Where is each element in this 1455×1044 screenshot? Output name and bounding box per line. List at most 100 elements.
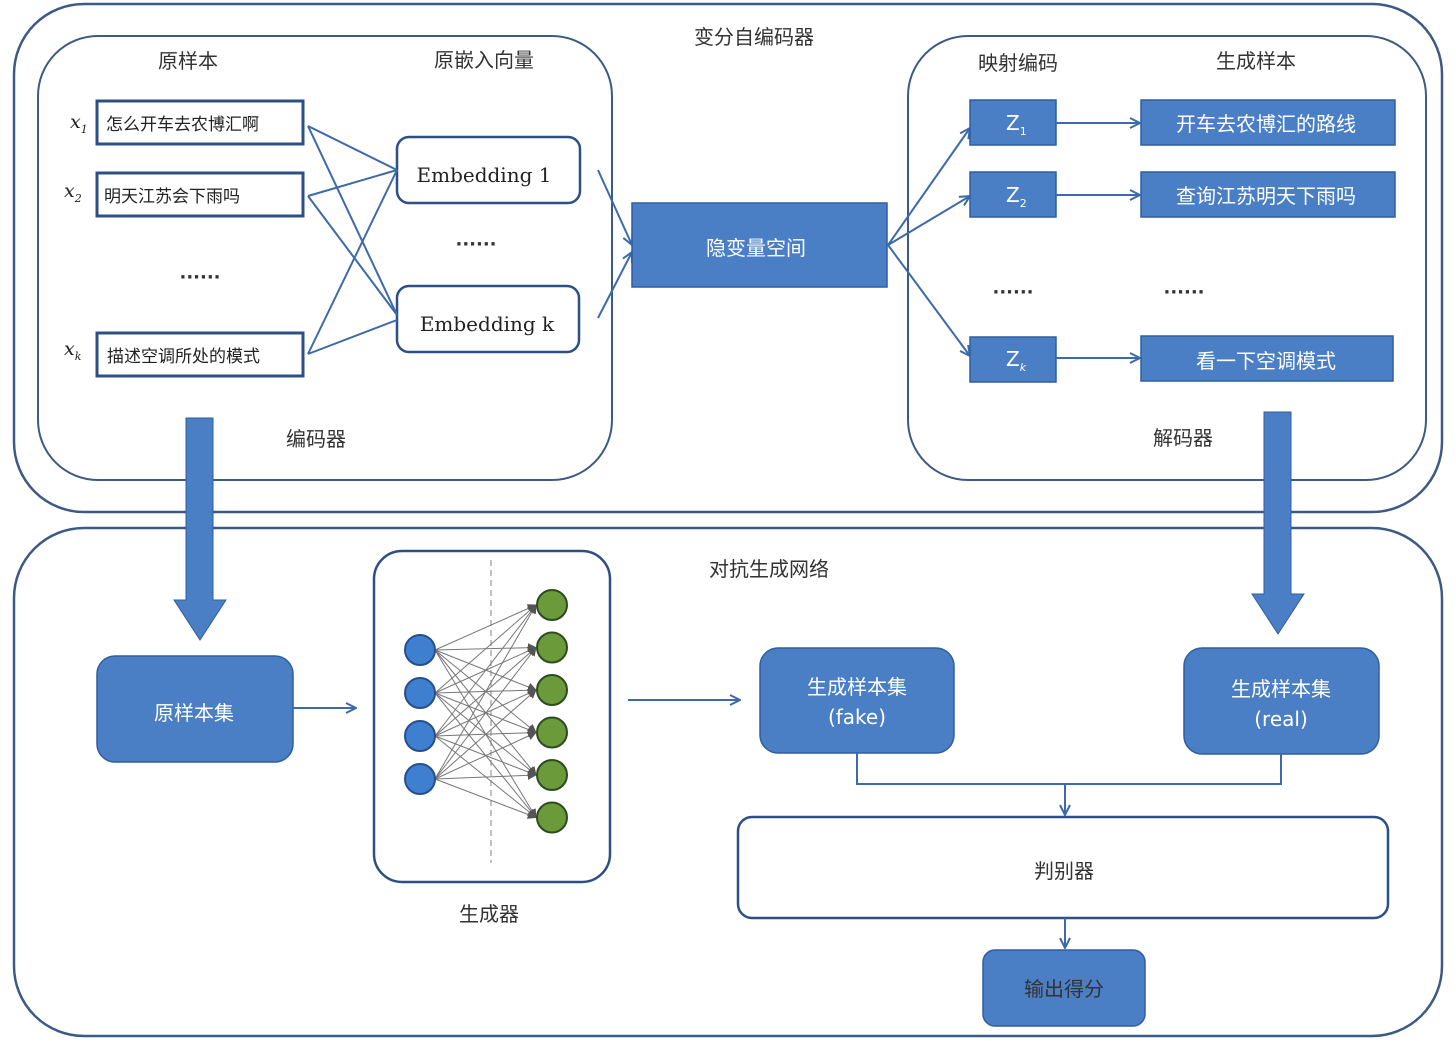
embedding-k: Embedding k	[395, 284, 581, 354]
network-edge	[434, 604, 537, 780]
output-node	[536, 631, 568, 664]
original-sample-set: 原样本集	[96, 655, 294, 763]
arrow-embedding1-latent	[597, 169, 632, 245]
fake-set-title: 生成样本集	[807, 675, 907, 699]
code-box	[969, 99, 1057, 146]
generator-label: 生成器	[459, 902, 519, 926]
vae-title: 变分自编码器	[694, 25, 814, 49]
code-label: Z2	[1006, 183, 1027, 210]
network-edge	[434, 778, 537, 819]
fake-set-tag: (fake)	[828, 705, 886, 729]
discriminator: 判别器	[736, 815, 1390, 920]
generator	[372, 549, 612, 884]
samples-header: 原样本	[158, 49, 218, 73]
generated-ellipsis: ······	[1163, 282, 1204, 303]
code-zk: Zk	[969, 336, 1057, 383]
output-node	[536, 759, 568, 791]
code-z1: Z1	[969, 99, 1057, 146]
embeddings-header: 原嵌入向量	[434, 48, 534, 72]
real-set-box	[1183, 647, 1380, 755]
latent-space-label: 隐变量空间	[706, 236, 806, 260]
sample-box	[95, 171, 305, 218]
generated-2: 查询江苏明天下雨吗	[1140, 171, 1396, 218]
generated-box	[1140, 171, 1396, 218]
sample-var: xk	[64, 338, 82, 363]
generator-box	[372, 549, 612, 884]
codes-ellipsis: ······	[992, 282, 1033, 303]
generated-box	[1140, 99, 1396, 146]
code-label: Z1	[1006, 111, 1027, 138]
output-score: 输出得分	[982, 949, 1146, 1027]
sample-var: x2	[64, 180, 82, 205]
sample-var: x1	[70, 111, 88, 136]
network-edge	[434, 604, 537, 651]
output-node	[536, 589, 568, 621]
generated-text: 查询江苏明天下雨吗	[1176, 184, 1356, 208]
embeddings-ellipsis: ······	[455, 234, 496, 255]
generated-1: 开车去农博汇的路线	[1140, 99, 1396, 146]
code-box	[969, 171, 1057, 218]
input-node	[404, 763, 436, 795]
encoder-container	[37, 35, 613, 481]
decoder-label: 解码器	[1153, 426, 1213, 450]
fake-sample-set: 生成样本集 (fake)	[759, 647, 955, 754]
latent-space-box	[631, 202, 888, 288]
generated-text: 开车去农博汇的路线	[1176, 112, 1356, 136]
network-edge	[434, 770, 537, 780]
codes-header: 映射编码	[978, 51, 1058, 75]
network-edge	[434, 689, 537, 780]
original-set-label: 原样本集	[154, 701, 234, 725]
input-node	[404, 720, 436, 752]
sample-box	[95, 99, 305, 146]
real-sample-set: 生成样本集 (real)	[1183, 647, 1380, 755]
output-score-box	[982, 949, 1146, 1027]
network-edge	[434, 731, 537, 780]
discriminator-label: 判别器	[1034, 859, 1094, 883]
output-node	[536, 716, 568, 749]
samples-ellipsis: ······	[179, 267, 220, 288]
sample-item-2: x2 明天江苏会下雨吗	[64, 171, 305, 218]
sample-text: 明天江苏会下雨吗	[104, 187, 240, 207]
encoder-to-gan-arrow	[173, 417, 227, 641]
network-edge	[434, 604, 537, 694]
input-node	[404, 634, 436, 666]
sample-text: 描述空调所处的模式	[107, 347, 260, 367]
encoder-label: 编码器	[286, 427, 346, 451]
code-z2: Z2	[969, 171, 1057, 218]
generated-box	[1140, 335, 1394, 382]
generated-header: 生成样本	[1216, 49, 1296, 73]
gan-title: 对抗生成网络	[709, 557, 829, 581]
arrow-latent-zk	[887, 244, 970, 356]
output-node	[536, 674, 568, 706]
output-node	[536, 801, 568, 834]
arrow-embeddingk-latent	[597, 252, 632, 319]
code-box	[969, 336, 1057, 383]
embedding-box	[395, 284, 581, 354]
fake-real-merge-line	[856, 753, 1282, 785]
sample-item-1: x1 怎么开车去农博汇啊	[70, 99, 305, 146]
embedding-label: Embedding 1	[417, 163, 552, 187]
sample-item-k: xk 描述空调所处的模式	[64, 331, 305, 378]
discriminator-box	[736, 815, 1390, 920]
arrow-latent-z1	[887, 128, 970, 246]
vae-container	[12, 2, 1444, 514]
generated-text: 看一下空调模式	[1196, 349, 1336, 373]
network-edge	[434, 646, 537, 780]
output-score-label: 输出得分	[1024, 977, 1104, 1001]
fake-set-box	[759, 647, 955, 754]
decoder-to-gan-arrow	[1251, 411, 1305, 635]
input-node	[404, 677, 436, 709]
embedding-label: Embedding k	[420, 312, 555, 336]
network-edge	[434, 604, 537, 737]
gan-container	[12, 526, 1444, 1038]
generated-k: 看一下空调模式	[1140, 335, 1394, 382]
generator-network	[404, 589, 568, 834]
latent-space: 隐变量空间	[631, 202, 888, 288]
embedding-1: Embedding 1	[395, 135, 582, 205]
real-set-tag: (real)	[1254, 707, 1308, 731]
decoder-container	[907, 35, 1427, 481]
encoder-connections	[307, 125, 398, 355]
sample-text: 怎么开车去农博汇啊	[106, 115, 259, 135]
arrow-latent-z2	[887, 196, 970, 246]
